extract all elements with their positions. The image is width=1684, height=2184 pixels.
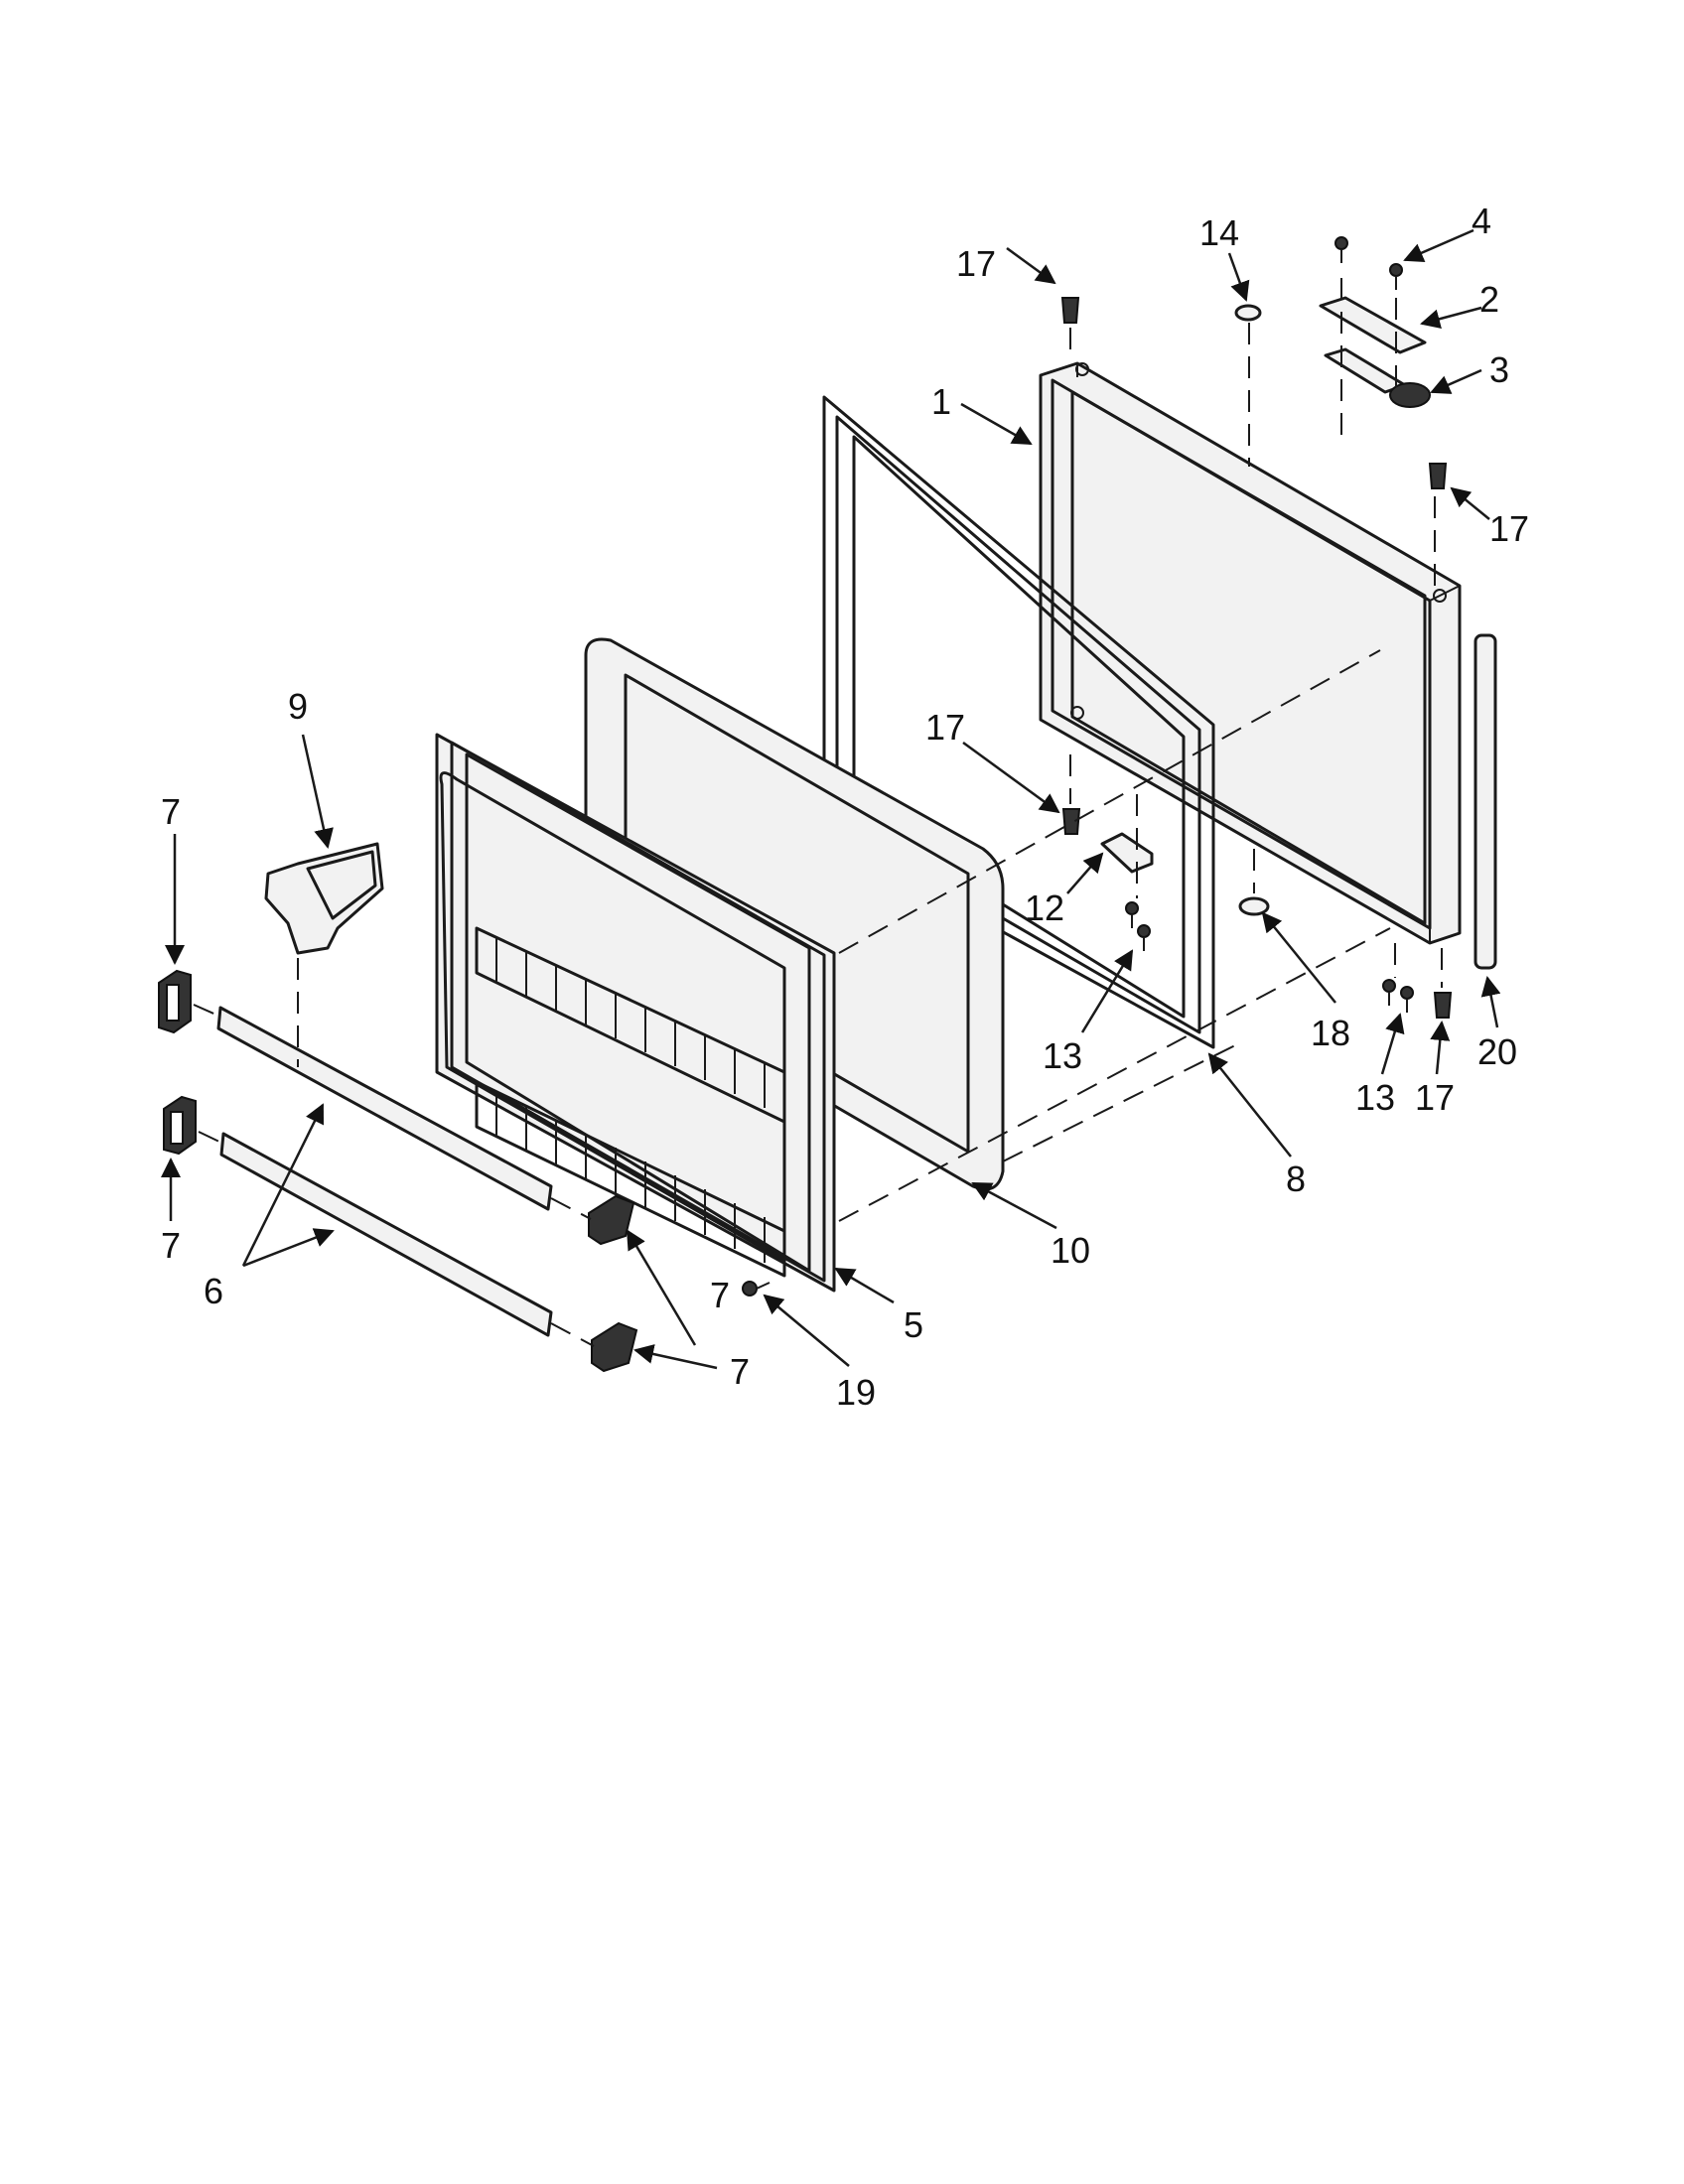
plug-part-14	[1234, 304, 1262, 322]
callout-6: 6	[204, 1271, 223, 1311]
callout-18: 18	[1311, 1013, 1350, 1053]
bumper-part-17-bottom	[1433, 992, 1453, 1019]
callout-10: 10	[1051, 1230, 1090, 1271]
screw-part-19	[742, 1281, 771, 1297]
callout-13-middle: 13	[1043, 1035, 1082, 1076]
callout-17-bottom: 17	[1415, 1077, 1455, 1118]
callout-19: 19	[836, 1372, 876, 1413]
door-assembly-part-5	[435, 733, 836, 1293]
callout-13-right: 13	[1355, 1077, 1395, 1118]
shelf-wire-2	[495, 1092, 766, 1263]
callout-7-lower-right: 7	[730, 1351, 750, 1392]
screw-part-4	[1334, 236, 1403, 290]
end-cap-lower-right-part-7	[591, 1321, 638, 1373]
callout-20: 20	[1477, 1031, 1517, 1072]
callout-7-lower-left: 7	[161, 1225, 181, 1266]
callout-14: 14	[1199, 212, 1239, 253]
callout-1: 1	[931, 381, 951, 422]
callout-9: 9	[288, 686, 308, 727]
callout-7-middle: 7	[710, 1275, 730, 1315]
callout-12: 12	[1025, 887, 1064, 928]
screws-part-13-middle	[1125, 901, 1151, 951]
hinge-bracket-part-12	[1100, 832, 1154, 874]
door-bracket-part-9	[264, 842, 384, 955]
bumper-part-17-top-right	[1428, 463, 1448, 489]
callout-17-top-right: 17	[1489, 508, 1529, 549]
callout-3: 3	[1489, 349, 1509, 390]
cabinet-frame-part-1	[1039, 361, 1462, 945]
end-cap-lower-left-part-7	[163, 1095, 197, 1156]
callout-17-middle: 17	[925, 707, 965, 748]
callout-leaders	[161, 228, 1501, 1370]
callout-17-top-left: 17	[956, 243, 996, 284]
assembly-dashed-lines	[193, 278, 1443, 1347]
trim-strip-lower-part-6	[219, 1132, 553, 1337]
callout-4: 4	[1472, 201, 1491, 241]
end-cap-upper-left-part-7	[158, 969, 192, 1034]
callout-2: 2	[1479, 279, 1499, 320]
gasket-frame-part-8	[822, 395, 1215, 1049]
washer-part-18	[1238, 896, 1270, 916]
screws-part-13-right	[1382, 979, 1414, 1013]
hinge-part-3	[1324, 347, 1431, 408]
shelf-wire-1	[495, 938, 766, 1108]
bumper-part-17-top-left	[1060, 297, 1080, 324]
callout-8: 8	[1286, 1159, 1306, 1199]
callout-5: 5	[904, 1304, 923, 1345]
trim-strip-upper-part-6	[216, 1006, 553, 1211]
callout-7-upper-left: 7	[161, 791, 181, 832]
bumper-part-17-middle	[1061, 808, 1081, 835]
rod-part-20	[1474, 633, 1497, 970]
end-cap-middle-right-part-7	[588, 1194, 635, 1246]
hinge-plate-part-2	[1319, 296, 1427, 354]
